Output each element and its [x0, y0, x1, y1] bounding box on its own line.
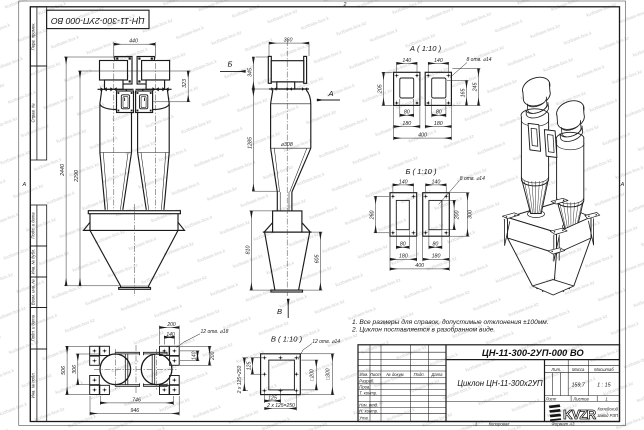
- svg-text:Подп. и дата: Подп. и дата: [31, 314, 36, 341]
- svg-text:125: 125: [246, 362, 252, 371]
- svg-text:Перв. примен.: Перв. примен.: [31, 22, 36, 50]
- svg-text:Б: Б: [228, 59, 233, 68]
- svg-text:А ( 1:10 ): А ( 1:10 ): [409, 44, 442, 53]
- svg-text:180: 180: [432, 254, 441, 260]
- svg-text:80: 80: [436, 110, 442, 116]
- svg-text:Т. контр.: Т. контр.: [359, 391, 377, 396]
- svg-text:В ( 1:10 ): В ( 1:10 ): [271, 335, 303, 344]
- svg-text:Лит.: Лит.: [550, 367, 561, 372]
- svg-text:□200: □200: [309, 369, 315, 381]
- svg-text:2. Циклон поставляется в разоб: 2. Циклон поставляется в разобранном вид…: [351, 326, 495, 334]
- svg-text:Взам. инв. №: Взам. инв. №: [31, 279, 36, 305]
- svg-text:205: 205: [378, 84, 384, 94]
- svg-text:2: 2: [343, 2, 347, 8]
- svg-text:400: 400: [418, 132, 427, 138]
- svg-text:2 x 125=250: 2 x 125=250: [237, 365, 243, 394]
- svg-text:810: 810: [245, 246, 251, 255]
- svg-text:159,7: 159,7: [571, 382, 585, 388]
- svg-text:□300: □300: [325, 368, 331, 380]
- svg-text:Формат А3: Формат А3: [552, 422, 576, 427]
- svg-text:200: 200: [454, 211, 460, 221]
- svg-text:№ докум.: № докум.: [386, 372, 404, 377]
- svg-text:А: А: [620, 182, 625, 188]
- svg-text:Подп.: Подп.: [414, 372, 425, 377]
- svg-text:245: 245: [473, 83, 479, 93]
- svg-text:ЦН-11-300-2УП-000 ВО: ЦН-11-300-2УП-000 ВО: [482, 347, 585, 358]
- svg-text:2440: 2440: [60, 164, 66, 177]
- svg-text:306: 306: [72, 365, 78, 374]
- svg-text:Лист: Лист: [369, 372, 381, 377]
- svg-text:80: 80: [404, 110, 410, 116]
- svg-text:Циклон ЦН-11-300х2УП: Циклон ЦН-11-300х2УП: [457, 379, 543, 388]
- svg-text:345: 345: [247, 68, 253, 77]
- svg-text:80: 80: [400, 242, 406, 248]
- svg-text:Масса: Масса: [572, 367, 585, 372]
- svg-text:323: 323: [182, 79, 188, 88]
- svg-text:Дата: Дата: [430, 372, 443, 377]
- svg-text:605: 605: [314, 255, 320, 264]
- svg-text:140: 140: [166, 332, 175, 338]
- svg-text:8 отв. ⌀14: 8 отв. ⌀14: [467, 57, 492, 63]
- svg-text:506: 506: [61, 366, 67, 375]
- svg-text:180: 180: [434, 121, 443, 127]
- svg-text:8 отв. ⌀14: 8 отв. ⌀14: [460, 176, 485, 182]
- svg-text:Лист: Лист: [545, 396, 557, 401]
- svg-text:746: 746: [132, 397, 141, 403]
- svg-text:180: 180: [402, 121, 411, 127]
- svg-text:ЦН-11-300-2УП-000 ВО: ЦН-11-300-2УП-000 ВО: [51, 16, 145, 26]
- svg-text:Инв. № дубл.: Инв. № дубл.: [31, 249, 36, 275]
- svg-text:В: В: [277, 307, 282, 316]
- svg-text:Н. контр.: Н. контр.: [359, 409, 378, 414]
- svg-text:140: 140: [192, 351, 198, 360]
- svg-text:1. Все размеры для справок, до: 1. Все размеры для справок, допустимые о…: [352, 318, 549, 326]
- svg-text:140: 140: [402, 58, 411, 64]
- svg-text:125: 125: [268, 395, 277, 401]
- svg-text:140: 140: [434, 58, 443, 64]
- svg-text:300: 300: [468, 210, 474, 219]
- svg-text:⌀308: ⌀308: [281, 142, 293, 148]
- svg-text:Справ. №: Справ. №: [31, 103, 36, 122]
- svg-text:Копировал: Копировал: [489, 422, 510, 427]
- svg-text:1: 1: [475, 422, 477, 427]
- svg-text:Б ( 1:10 ): Б ( 1:10 ): [405, 167, 437, 176]
- svg-text:Масштаб: Масштаб: [594, 367, 614, 372]
- svg-text:946: 946: [130, 408, 139, 414]
- svg-text:440: 440: [129, 39, 138, 45]
- svg-text:12 отв. ⌀14: 12 отв. ⌀14: [312, 339, 340, 345]
- svg-text:2290: 2290: [74, 170, 80, 183]
- svg-text:А: А: [21, 182, 26, 188]
- svg-text:1: 1: [605, 396, 607, 401]
- svg-text:360: 360: [284, 38, 293, 44]
- svg-text:2 x 125=250: 2 x 125=250: [266, 403, 295, 409]
- svg-text:165: 165: [461, 89, 467, 98]
- svg-text:80: 80: [432, 242, 438, 248]
- svg-text:12 отв. ⌀18: 12 отв. ⌀18: [201, 329, 229, 335]
- svg-text:Пров.: Пров.: [359, 385, 370, 390]
- svg-text:140: 140: [399, 179, 408, 185]
- svg-text:Копейский: Копейский: [598, 407, 619, 412]
- svg-text:180: 180: [399, 254, 408, 260]
- svg-text:Изм.: Изм.: [360, 372, 369, 377]
- svg-text:KVZR: KVZR: [563, 407, 597, 422]
- svg-text:140: 140: [431, 179, 440, 185]
- svg-text:А: А: [327, 89, 333, 98]
- svg-text:Нач. отд.: Нач. отд.: [359, 402, 378, 407]
- svg-text:200: 200: [210, 351, 216, 361]
- svg-text:Листов: Листов: [572, 396, 589, 401]
- svg-text:260: 260: [370, 211, 376, 221]
- svg-text:Инв. № подл.: Инв. № подл.: [31, 372, 36, 398]
- svg-text:Утв.: Утв.: [359, 416, 369, 421]
- svg-text:завод РЗП: завод РЗП: [597, 413, 619, 418]
- svg-text:Подп. и дата: Подп. и дата: [31, 212, 36, 239]
- svg-text:200: 200: [166, 322, 176, 328]
- svg-text:1285: 1285: [247, 137, 253, 149]
- svg-text:400: 400: [415, 263, 424, 269]
- svg-text:1 : 15: 1 : 15: [597, 382, 611, 388]
- svg-text:Разраб.: Разраб.: [359, 378, 374, 383]
